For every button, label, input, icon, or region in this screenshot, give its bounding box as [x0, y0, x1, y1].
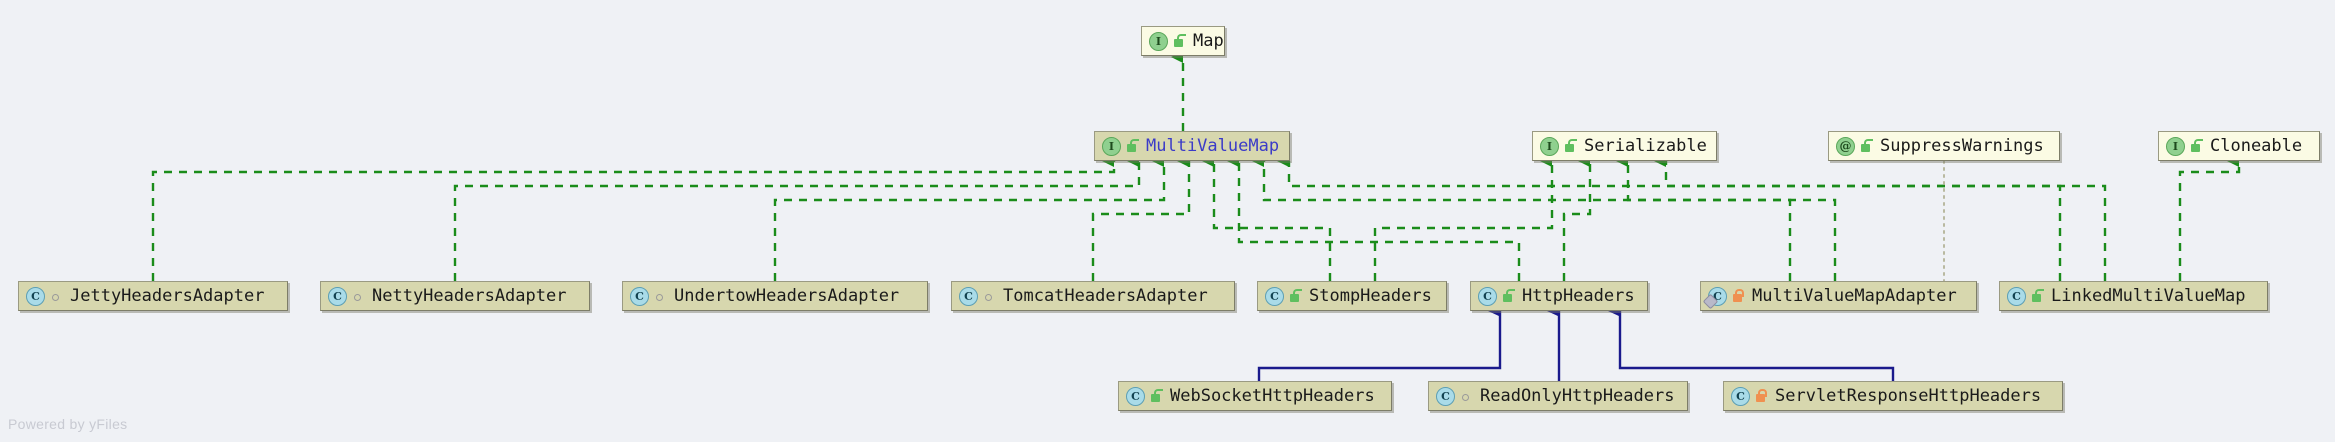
edge-undertowheadersadapter-multivaluemap [773, 155, 1166, 281]
node-readonlyhttpheaders[interactable]: C ReadOnlyHttpHeaders [1428, 381, 1688, 411]
node-label: ServletResponseHttpHeaders [1775, 385, 2042, 406]
class-badge-icon: C [959, 286, 978, 306]
lock-open-icon [1149, 388, 1163, 405]
node-label: Cloneable [2210, 135, 2303, 156]
node-undertowheadersadapter[interactable]: C UndertowHeadersAdapter [622, 281, 928, 311]
node-label: UndertowHeadersAdapter [674, 285, 900, 306]
interface-badge-icon: I [2166, 136, 2185, 156]
node-label: MultiValueMap [1146, 135, 1280, 156]
lock-closed-icon [1731, 288, 1745, 305]
node-label: MultiValueMapAdapter [1752, 285, 1957, 306]
node-cloneable[interactable]: I Cloneable [2158, 131, 2320, 161]
package-private-icon [351, 288, 365, 305]
class-badge-icon: C [1126, 386, 1145, 406]
lock-open-icon [2030, 288, 2044, 305]
edge-httpheaders-serializable [1562, 155, 1592, 281]
annotation-badge-icon: @ [1836, 136, 1855, 156]
node-httpheaders[interactable]: C HttpHeaders [1470, 281, 1648, 311]
class-badge-icon: C [1265, 286, 1284, 306]
lock-closed-icon [1754, 388, 1768, 405]
lock-open-icon [1859, 138, 1873, 155]
edge-linkedmultivaluemap-multivaluemap [1277, 155, 2062, 281]
node-label: NettyHeadersAdapter [372, 285, 567, 306]
package-private-icon [653, 288, 667, 305]
node-nettyheadersadapter[interactable]: C NettyHeadersAdapter [320, 281, 590, 311]
node-serializable[interactable]: I Serializable [1532, 131, 1717, 161]
class-badge-icon: C [328, 286, 347, 306]
edge-nettyheadersadapter-multivaluemap [453, 155, 1141, 281]
lock-open-icon [1288, 288, 1302, 305]
class-badge-icon: C [2007, 286, 2026, 306]
node-tomcatheadersadapter[interactable]: C TomcatHeadersAdapter [951, 281, 1235, 311]
node-multivaluemap[interactable]: I MultiValueMap [1094, 131, 1290, 161]
edge-stompheaders-serializable [1373, 155, 1554, 281]
edge-websockethttpheaders-httpheaders [1257, 305, 1502, 381]
node-label: Map [1193, 30, 1224, 51]
node-label: LinkedMultiValueMap [2051, 285, 2246, 306]
node-servletresponsehttpheaders[interactable]: C ServletResponseHttpHeaders [1723, 381, 2063, 411]
node-suppresswarnings[interactable]: @ SuppressWarnings [1828, 131, 2060, 161]
node-label: SuppressWarnings [1880, 135, 2044, 156]
edge-jettyheadersadapter-multivaluemap [151, 155, 1116, 281]
node-websockethttpheaders[interactable]: C WebSocketHttpHeaders [1118, 381, 1392, 411]
node-map[interactable]: I Map [1141, 26, 1225, 56]
class-badge-icon: C [1731, 386, 1750, 406]
node-label: JettyHeadersAdapter [70, 285, 265, 306]
edge-httpheaders-multivaluemap [1227, 155, 1521, 281]
lock-open-icon [1563, 138, 1577, 155]
edge-multivaluemapadapter-serializable [1616, 155, 1837, 281]
class-badge-icon: C [1708, 286, 1727, 306]
class-badge-icon: C [1478, 286, 1497, 306]
lock-open-icon [1125, 138, 1139, 155]
class-badge-icon: C [1436, 386, 1455, 406]
node-linkedmultivaluemap[interactable]: C LinkedMultiValueMap [1999, 281, 2268, 311]
powered-by-watermark: Powered by yFiles [8, 416, 128, 432]
lock-open-icon [1172, 33, 1186, 50]
edge-multivaluemapadapter-multivaluemap [1252, 155, 1792, 281]
edge-tomcatheadersadapter-multivaluemap [1091, 155, 1191, 281]
node-jettyheadersadapter[interactable]: C JettyHeadersAdapter [18, 281, 288, 311]
interface-badge-icon: I [1149, 31, 1168, 51]
node-label: HttpHeaders [1522, 285, 1635, 306]
node-multivaluemapadapter[interactable]: C MultiValueMapAdapter [1700, 281, 1977, 311]
interface-badge-icon: I [1540, 136, 1559, 156]
class-badge-icon: C [630, 286, 649, 306]
node-label: ReadOnlyHttpHeaders [1480, 385, 1675, 406]
node-stompheaders[interactable]: C StompHeaders [1257, 281, 1447, 311]
package-private-icon [982, 288, 996, 305]
package-private-icon [1459, 388, 1473, 405]
lock-open-icon [2189, 138, 2203, 155]
node-label: TomcatHeadersAdapter [1003, 285, 1208, 306]
edge-linkedmultivaluemap-cloneable [2178, 155, 2241, 281]
node-label: Serializable [1584, 135, 1707, 156]
node-label: StompHeaders [1309, 285, 1432, 306]
class-badge-icon: C [26, 286, 45, 306]
node-label: WebSocketHttpHeaders [1170, 385, 1375, 406]
edge-stompheaders-multivaluemap [1202, 155, 1332, 281]
lock-open-icon [1501, 288, 1515, 305]
interface-badge-icon: I [1102, 136, 1121, 156]
package-private-icon [49, 288, 63, 305]
edge-servletresponsehttpheaders-httpheaders [1608, 305, 1895, 381]
edge-linkedmultivaluemap-serializable [1654, 155, 2107, 281]
